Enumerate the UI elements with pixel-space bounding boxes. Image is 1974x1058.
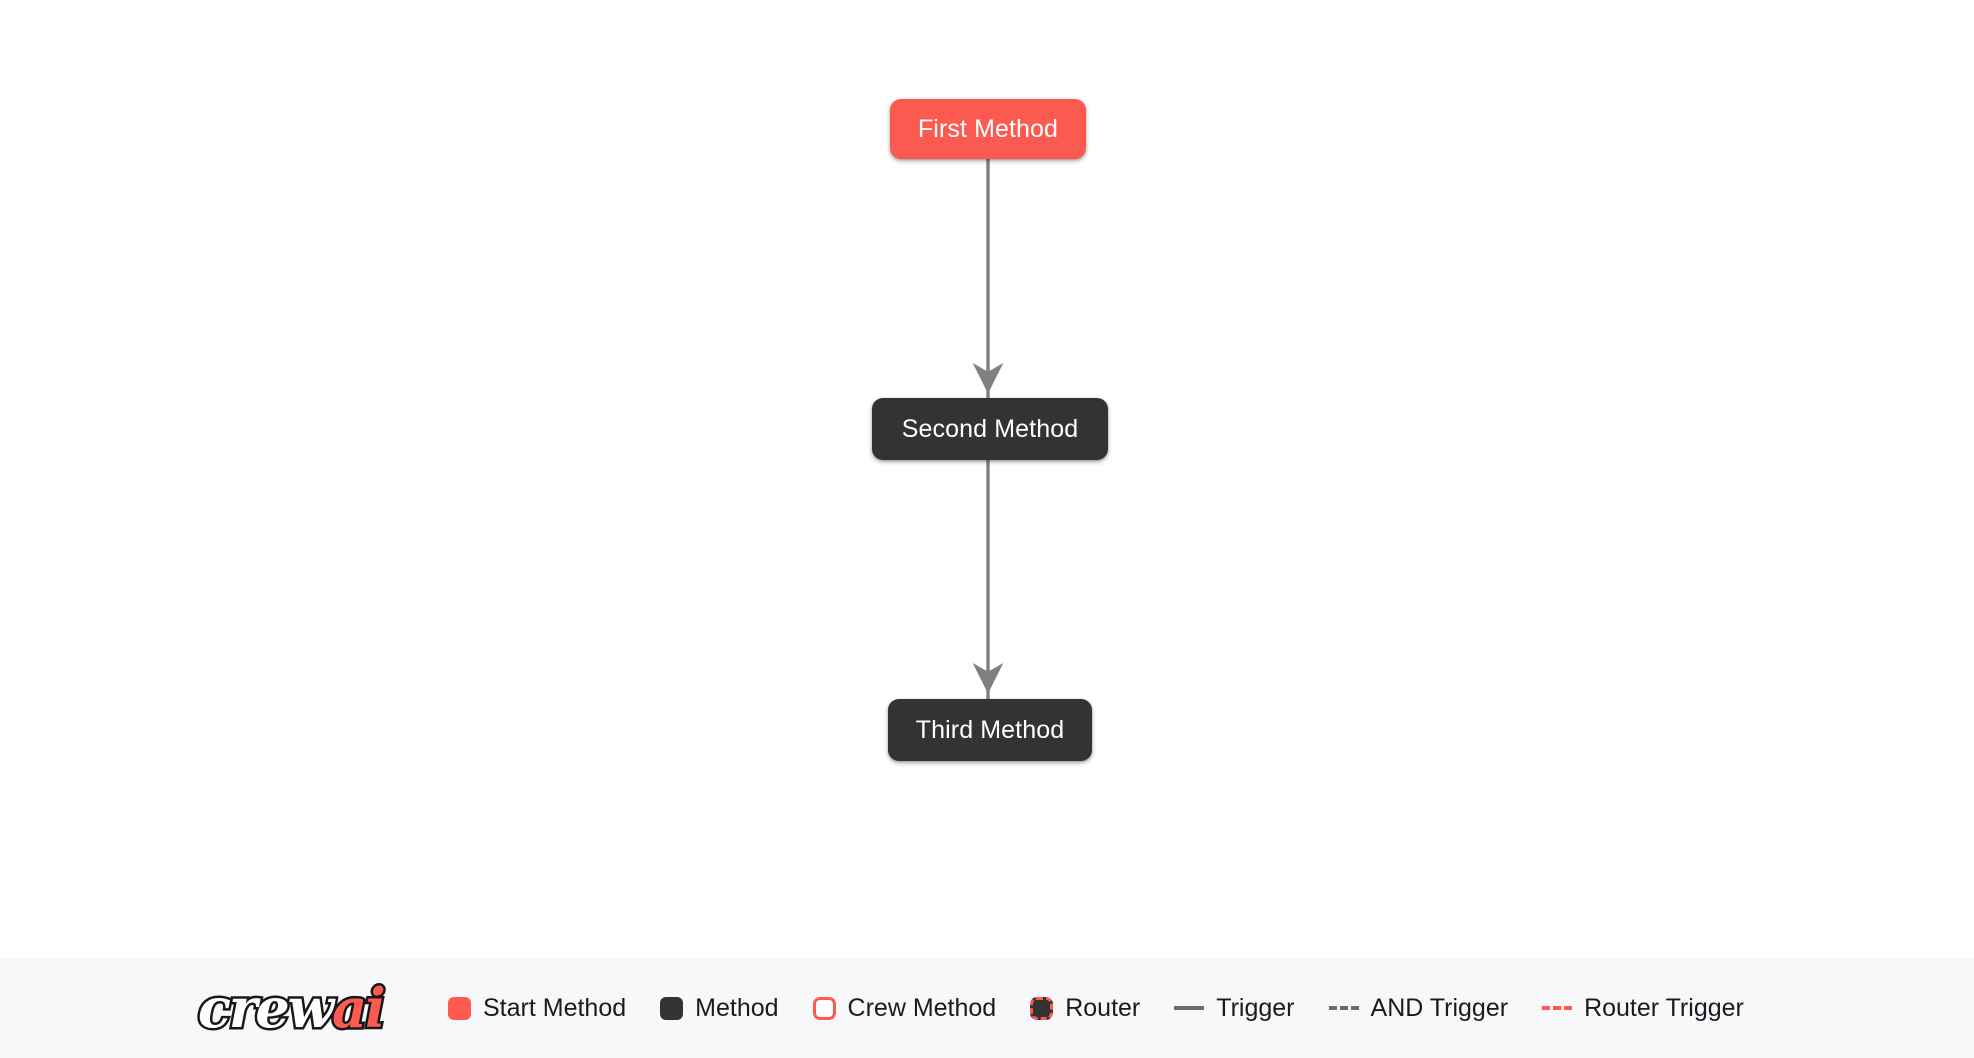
node-third-method[interactable]: Third Method — [888, 699, 1092, 761]
node-second-method[interactable]: Second Method — [872, 398, 1108, 460]
node-label: Third Method — [915, 715, 1065, 744]
legend-item-start-method[interactable]: Start Method — [448, 993, 627, 1022]
trigger-line-icon — [1174, 1006, 1205, 1010]
node-first-method[interactable]: First Method — [890, 99, 1086, 159]
legend-item-crew-method[interactable]: Crew Method — [812, 993, 997, 1022]
router-trigger-line-icon — [1542, 1006, 1573, 1010]
crewai-logo-crew-text: crew — [195, 976, 336, 1040]
flow-canvas[interactable]: First Method Second Method Third Method — [0, 0, 1974, 958]
legend-item-and-trigger[interactable]: AND Trigger — [1328, 993, 1509, 1022]
crew-method-swatch-icon — [812, 996, 836, 1020]
legend-label: Trigger — [1216, 993, 1295, 1022]
legend-items: Start Method Method Crew Method Router T… — [448, 993, 1744, 1022]
legend-label: Start Method — [483, 993, 627, 1022]
legend-label: Method — [695, 993, 779, 1022]
legend-label: Router — [1065, 993, 1141, 1022]
method-swatch-icon — [660, 996, 684, 1020]
node-label: First Method — [917, 114, 1059, 143]
legend-item-trigger[interactable]: Trigger — [1174, 993, 1295, 1022]
node-label: Second Method — [901, 414, 1079, 443]
legend-item-method[interactable]: Method — [660, 993, 779, 1022]
legend-label: AND Trigger — [1370, 993, 1509, 1022]
router-swatch-icon — [1030, 996, 1054, 1020]
legend-label: Router Trigger — [1584, 993, 1744, 1022]
crewai-logo-ai-text: ai — [330, 976, 388, 1040]
legend-label: Crew Method — [847, 993, 997, 1022]
legend-item-router-trigger[interactable]: Router Trigger — [1542, 993, 1744, 1022]
legend-item-router[interactable]: Router — [1030, 993, 1141, 1022]
and-trigger-line-icon — [1328, 1006, 1359, 1010]
start-method-swatch-icon — [448, 996, 471, 1020]
